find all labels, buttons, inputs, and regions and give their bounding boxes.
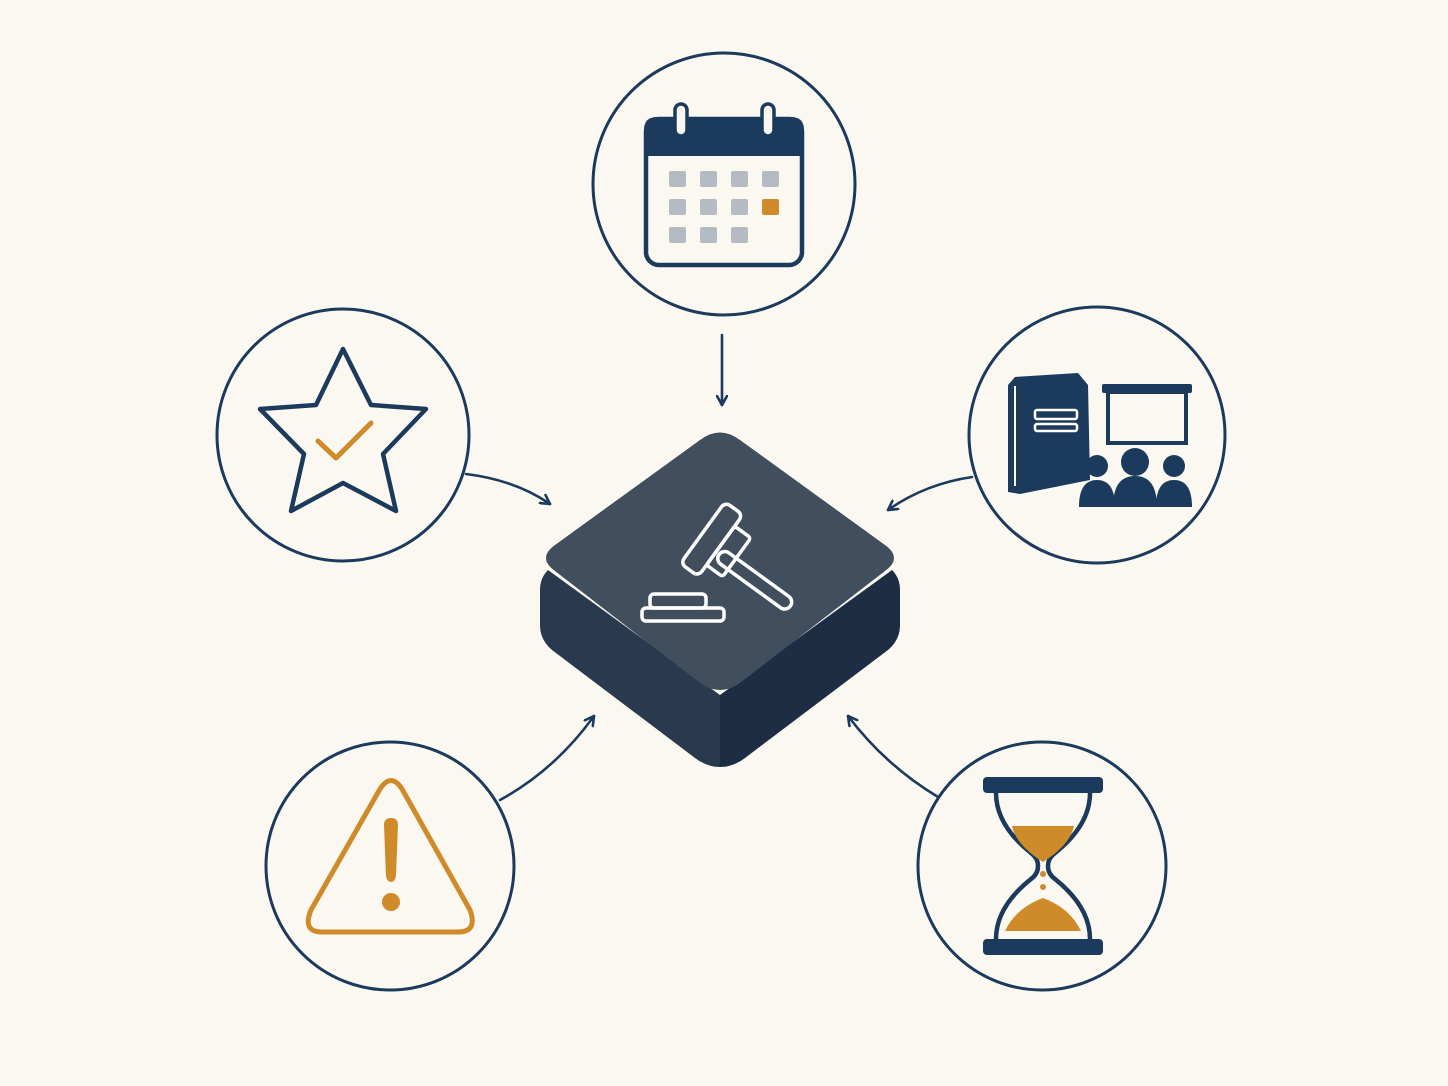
calendar-node	[591, 51, 857, 317]
training-node	[967, 305, 1227, 565]
hourglass-icon	[983, 777, 1103, 955]
block-left-face	[540, 570, 720, 767]
calendar-grid	[669, 171, 779, 243]
sand-top	[1012, 826, 1074, 862]
block-right-face	[720, 570, 900, 767]
quality-node-circle	[215, 307, 471, 563]
connector-time-to-center	[846, 714, 940, 799]
star-check-icon	[257, 346, 429, 514]
time-node	[916, 740, 1168, 992]
warning-triangle-icon	[305, 778, 475, 935]
calendar-icon	[643, 102, 805, 268]
center-node	[540, 432, 900, 767]
presentation-board-icon	[1102, 384, 1192, 445]
connector-quality-to-center	[464, 472, 552, 506]
book-presentation-audience-icon	[1008, 373, 1192, 507]
check-icon	[315, 420, 374, 461]
calendar-highlighted-day	[762, 199, 779, 215]
quality-node	[215, 307, 471, 563]
training-node-circle	[967, 305, 1227, 565]
sand-bottom	[1005, 898, 1081, 931]
connector-risk-to-center	[498, 714, 596, 802]
gavel-icon	[640, 502, 794, 623]
audience-icon	[1079, 448, 1192, 507]
risk-node-circle	[264, 740, 516, 992]
risk-node	[264, 740, 516, 992]
book-icon	[1008, 373, 1090, 494]
connector-training-to-center	[886, 475, 974, 512]
time-node-circle	[916, 740, 1168, 992]
calendar-node-circle	[591, 51, 857, 317]
connectors	[464, 333, 974, 802]
